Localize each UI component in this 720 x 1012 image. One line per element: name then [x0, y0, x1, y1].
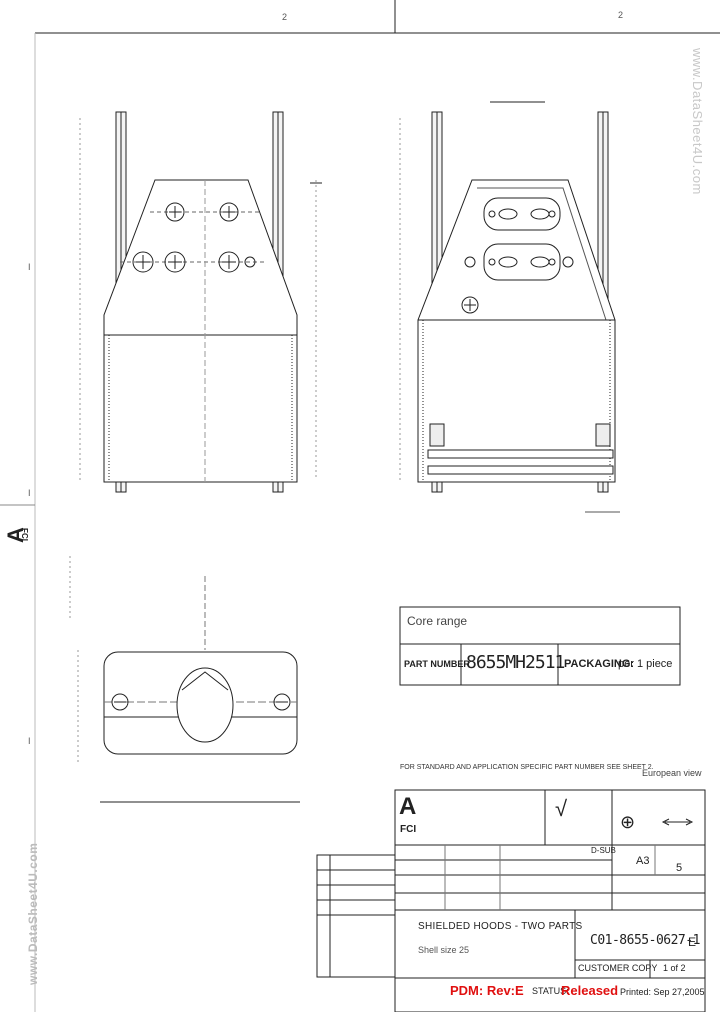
drawing-title: SHIELDED HOODS - TWO PARTS [418, 921, 583, 932]
side-fci-logo: A FCI [2, 516, 36, 552]
drawing-number: C01-8655-0627-1 [590, 933, 700, 948]
parts-box-frame [399, 606, 681, 686]
surface-finish-symbol: √ [555, 796, 568, 821]
packaging-value: per 1 piece [618, 658, 673, 670]
zone-marker-top-right: 2 [618, 10, 624, 20]
side-bottom-rod [427, 449, 614, 459]
pdm-revision-label: PDM: Rev:E [450, 983, 524, 998]
sheet-index: 1 of 2 [663, 963, 686, 973]
cable-entry-hole [176, 667, 234, 743]
projection-note: European view [642, 768, 702, 778]
note-standard-application: FOR STANDARD AND APPLICATION SPECIFIC PA… [400, 764, 654, 771]
cable-clamp-lower [483, 243, 561, 281]
part-number-value: 8655MH2511 [466, 652, 565, 673]
title-block-logo-text: FCI [400, 824, 417, 835]
format-label: D-SUB [591, 846, 616, 855]
front-hood-outline [103, 179, 298, 483]
top-view [69, 556, 300, 803]
status-value: Released [561, 983, 619, 998]
drawing-subtitle: Shell size 25 [418, 945, 470, 955]
sheet-size: A3 [636, 855, 650, 867]
side-view [399, 101, 620, 513]
front-screws [132, 202, 256, 273]
projection-symbol: ⊕ [620, 812, 636, 832]
cable-clamp-upper [483, 197, 561, 231]
side-logo-letters: FCI [19, 528, 29, 541]
title-block-frame [316, 789, 706, 1012]
watermark-bottom-left: www.DataSheet4U.com [26, 842, 40, 985]
zone-marker-row-a: I [28, 262, 31, 272]
zone-marker-row-c: I [28, 736, 31, 746]
part-number-label: PART NUMBER [404, 659, 470, 669]
title-block-logo-mark: A [399, 793, 417, 820]
revision-letter: E [688, 935, 697, 949]
status-label: STATUS: [532, 986, 569, 996]
front-view [79, 111, 322, 493]
scale-value: 5 [676, 862, 683, 874]
copy-type: CUSTOMER COPY [578, 963, 658, 973]
packaging-label: PACKAGING: [564, 658, 635, 670]
core-range-label: Core range [407, 614, 468, 628]
zone-marker-row-b: I [28, 488, 31, 498]
printed-date: Printed: Sep 27,2005 [620, 987, 705, 997]
zone-marker-top-left: 2 [282, 12, 288, 22]
watermark-top-right: www.DataSheet4U.com [690, 48, 705, 195]
